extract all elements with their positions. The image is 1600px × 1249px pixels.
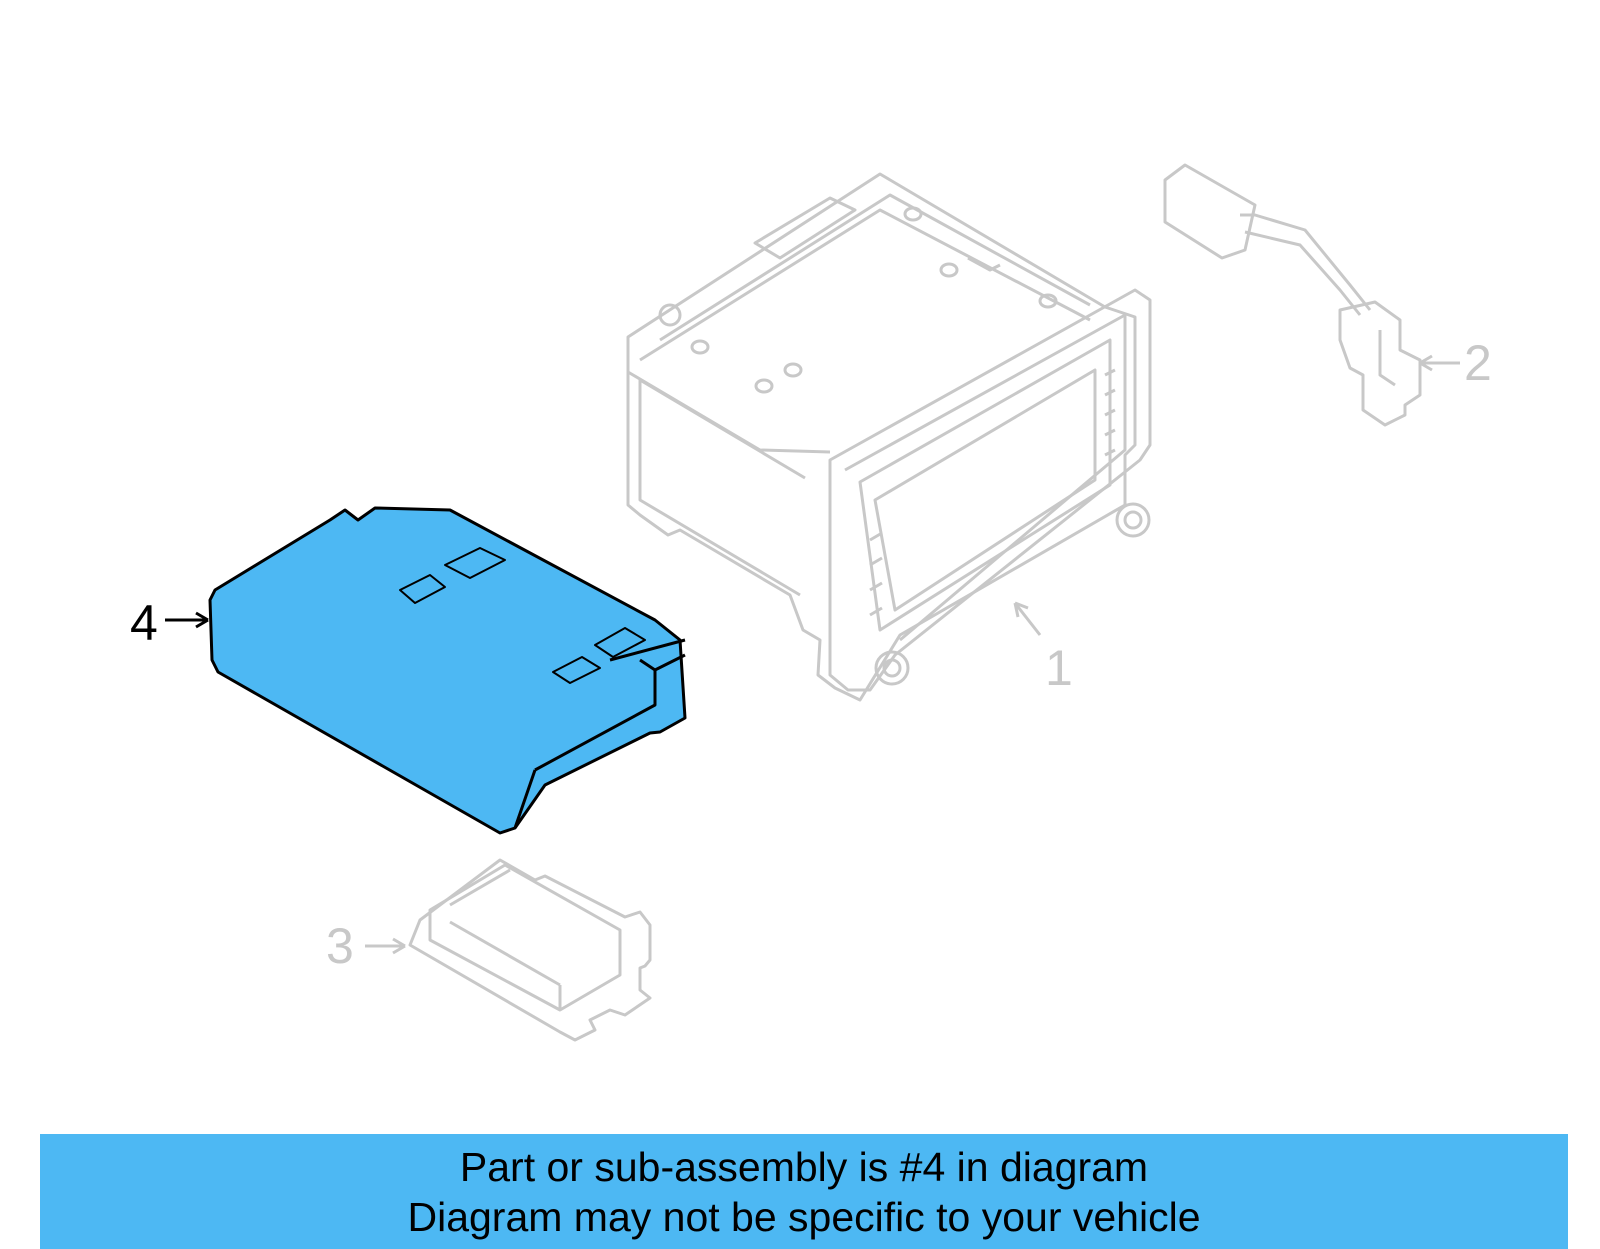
- part-1-navigation-unit: [626, 172, 1152, 702]
- callout-4-label: 4: [130, 595, 158, 651]
- info-banner: Part or sub-assembly is #4 in diagram Di…: [40, 1134, 1568, 1249]
- exploded-parts-diagram: [165, 163, 1460, 1042]
- banner-disclaimer-line: Diagram may not be specific to your vehi…: [407, 1193, 1201, 1240]
- callout-2-label: 2: [1464, 335, 1492, 391]
- banner-part-line: Part or sub-assembly is #4 in diagram: [459, 1143, 1149, 1190]
- part-4-highlighted-module: [165, 506, 687, 835]
- part-3-module: [365, 858, 652, 1042]
- callout-3-label: 3: [326, 918, 354, 974]
- part-2-connector: [1163, 163, 1460, 427]
- callout-1-label: 1: [1045, 640, 1073, 696]
